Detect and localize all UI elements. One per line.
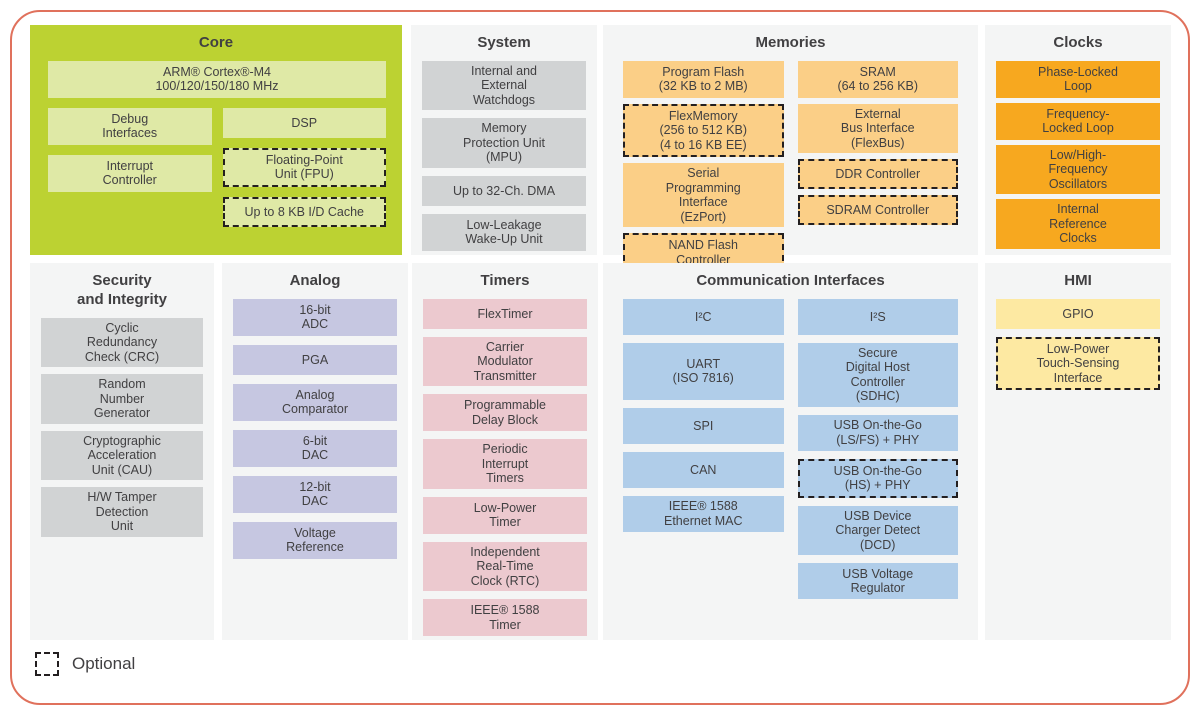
column: 16-bit ADC PGA Analog Comparator 6-bit DAC 1… [233,298,397,559]
column: DSP Floating-Point Unit (FPU) Up to 8 KB I… [222,107,386,227]
block-arm-cortex-m4: ARM® Cortex®-M4 100/120/150/180 MHz [48,60,386,98]
column: GPIO Low-Power Touch-Sensing Interface [996,298,1160,391]
block-6-bit: 6-bit DAC [233,429,397,467]
block-can: CAN [623,451,784,488]
block-internal-and: Internal and External Watchdogs [422,60,586,111]
block-independent: Independent Real-Time Clock (RTC) [423,541,587,592]
block-cryptographic: Cryptographic Acceleration Unit (CAU) [41,430,203,480]
section-title-memories: Memories [755,34,826,51]
block-flextimer: FlexTimer [423,298,587,329]
section-title-system: System [477,34,531,51]
block-voltage: Voltage Reference [233,521,397,559]
legend: Optional [35,652,135,676]
block-low-power: Low-Power Timer [423,496,587,534]
block-spi: SPI [623,407,784,444]
section-analog: Analog 16-bit ADC PGA Analog Comparator 6-bi… [222,263,408,640]
block-low-leakage: Low-Leakage Wake-Up Unit [422,213,586,251]
block-up-to-32-ch-dma: Up to 32-Ch. DMA [422,175,586,206]
section-columns-analog: 16-bit ADC PGA Analog Comparator 6-bit DAC 1… [222,298,408,559]
block-i-s: I²S [797,298,958,335]
section-title-security: Security and Integrity [76,272,167,308]
block-periodic: Periodic Interrupt Timers [423,439,587,489]
block-dsp: DSP [222,107,386,138]
column: I²S Secure Digital Host Controller (SDHC)… [797,298,958,600]
section-columns-security: Cyclic Redundancy Check (CRC) Random Numb… [30,317,214,537]
section-columns-comm: I²C UART (ISO 7816) SPI CAN IEEE® 1588 Ether… [603,298,978,600]
section-hmi: HMI GPIO Low-Power Touch-Sensing Interface [985,263,1171,640]
block-usb-on-the-go: USB On-the-Go (LS/FS) + PHY [797,414,958,451]
block-debug: Debug Interfaces [48,107,212,145]
section-columns-memories: Program Flash (32 KB to 2 MB) FlexMemory … [603,60,978,273]
block-carrier: Carrier Modulator Transmitter [423,336,587,387]
block-flexmemory: FlexMemory (256 to 512 KB) (4 to 16 KB E… [623,103,784,158]
block-external: External Bus Interface (FlexBus) [797,103,958,154]
block-cyclic: Cyclic Redundancy Check (CRC) [41,317,203,367]
block-secure: Secure Digital Host Controller (SDHC) [797,342,958,407]
block-ddr-controller: DDR Controller [797,159,958,190]
block-sdram-controller: SDRAM Controller [797,195,958,226]
section-title-core: Core [198,34,234,51]
block-low-high: Low/High- Frequency Oscillators [996,144,1160,195]
column: Program Flash (32 KB to 2 MB) FlexMemory … [623,60,784,273]
block-frequency: Frequency- Locked Loop [996,102,1160,140]
section-title-analog: Analog [289,272,341,289]
optional-dashed-box-icon [35,652,59,676]
block-16-bit: 16-bit ADC [233,298,397,336]
block-gpio: GPIO [996,298,1160,329]
block-usb-voltage: USB Voltage Regulator [797,563,958,600]
block-ieee-1588: IEEE® 1588 Timer [423,599,587,637]
block-sram: SRAM (64 to 256 KB) [797,60,958,98]
legend-label: Optional [72,654,136,673]
column: I²C UART (ISO 7816) SPI CAN IEEE® 1588 Ether… [623,298,784,600]
section-columns-hmi: GPIO Low-Power Touch-Sensing Interface [985,298,1171,391]
block-memory: Memory Protection Unit (MPU) [422,118,586,168]
column: SRAM (64 to 256 KB) External Bus Interfac… [797,60,958,273]
block-serial: Serial Programming Interface (EzPort) [623,163,784,228]
section-title-hmi: HMI [1064,272,1092,289]
block-uart: UART (ISO 7816) [623,342,784,400]
block-pga: PGA [233,344,397,375]
block-12-bit: 12-bit DAC [233,475,397,513]
section-title-clocks: Clocks [1053,34,1103,51]
block-interrupt: Interrupt Controller [48,154,212,192]
section-title-timers: Timers [480,272,530,289]
block-i-c: I²C [623,298,784,335]
block-floating-point: Floating-Point Unit (FPU) [222,147,386,187]
block-program-flash: Program Flash (32 KB to 2 MB) [623,60,784,98]
block-low-power: Low-Power Touch-Sensing Interface [996,336,1160,391]
block-usb-device: USB Device Charger Detect (DCD) [797,505,958,556]
block-random: Random Number Generator [41,374,203,424]
section-title-comm: Communication Interfaces [696,272,885,289]
block-h-w-tamper: H/W Tamper Detection Unit [41,487,203,537]
column: Cyclic Redundancy Check (CRC) Random Numb… [41,317,203,537]
block-usb-on-the-go: USB On-the-Go (HS) + PHY [797,458,958,498]
block-programmable: Programmable Delay Block [423,394,587,432]
block-analog: Analog Comparator [233,383,397,421]
block-ieee-1588: IEEE® 1588 Ethernet MAC [623,495,784,532]
block-internal: Internal Reference Clocks [996,199,1160,249]
block-phase-locked: Phase-Locked Loop [996,60,1160,98]
block-up-to-8-kb-i-d-cache: Up to 8 KB I/D Cache [222,196,386,227]
